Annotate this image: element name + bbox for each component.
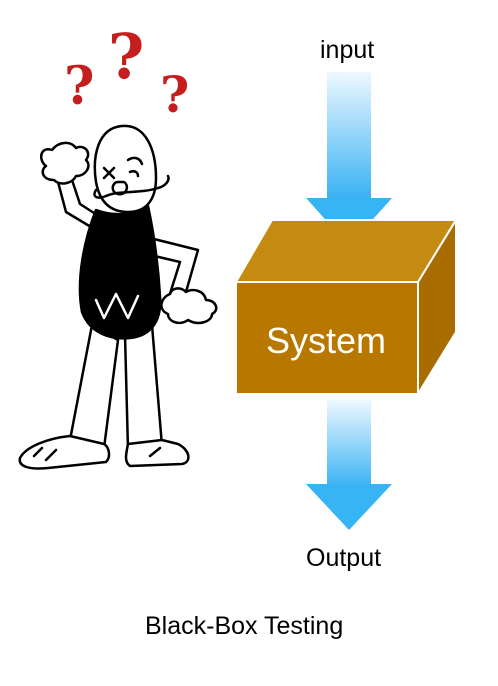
mustache (93, 174, 170, 199)
diagram-caption: Black-Box Testing (145, 612, 344, 640)
vest (78, 204, 162, 340)
right-leg (123, 323, 164, 452)
question-mark-icon: ? (108, 20, 144, 93)
system-box (234, 216, 458, 398)
output-label: Output (306, 544, 382, 572)
output-arrow (306, 400, 392, 530)
input-label: input (320, 36, 375, 64)
face (102, 156, 144, 180)
question-marks: ? ? ? (64, 20, 189, 124)
left-leg (68, 323, 120, 450)
confused-person-illustration (18, 124, 218, 470)
scratching-hand (39, 141, 90, 185)
question-mark-icon: ? (64, 56, 94, 117)
system-label: System (266, 320, 387, 361)
hip-hand (160, 287, 218, 325)
right-shoe (124, 438, 190, 468)
left-shoe (18, 434, 111, 470)
system-box-front (235, 281, 419, 395)
question-mark-icon: ? (160, 65, 189, 124)
